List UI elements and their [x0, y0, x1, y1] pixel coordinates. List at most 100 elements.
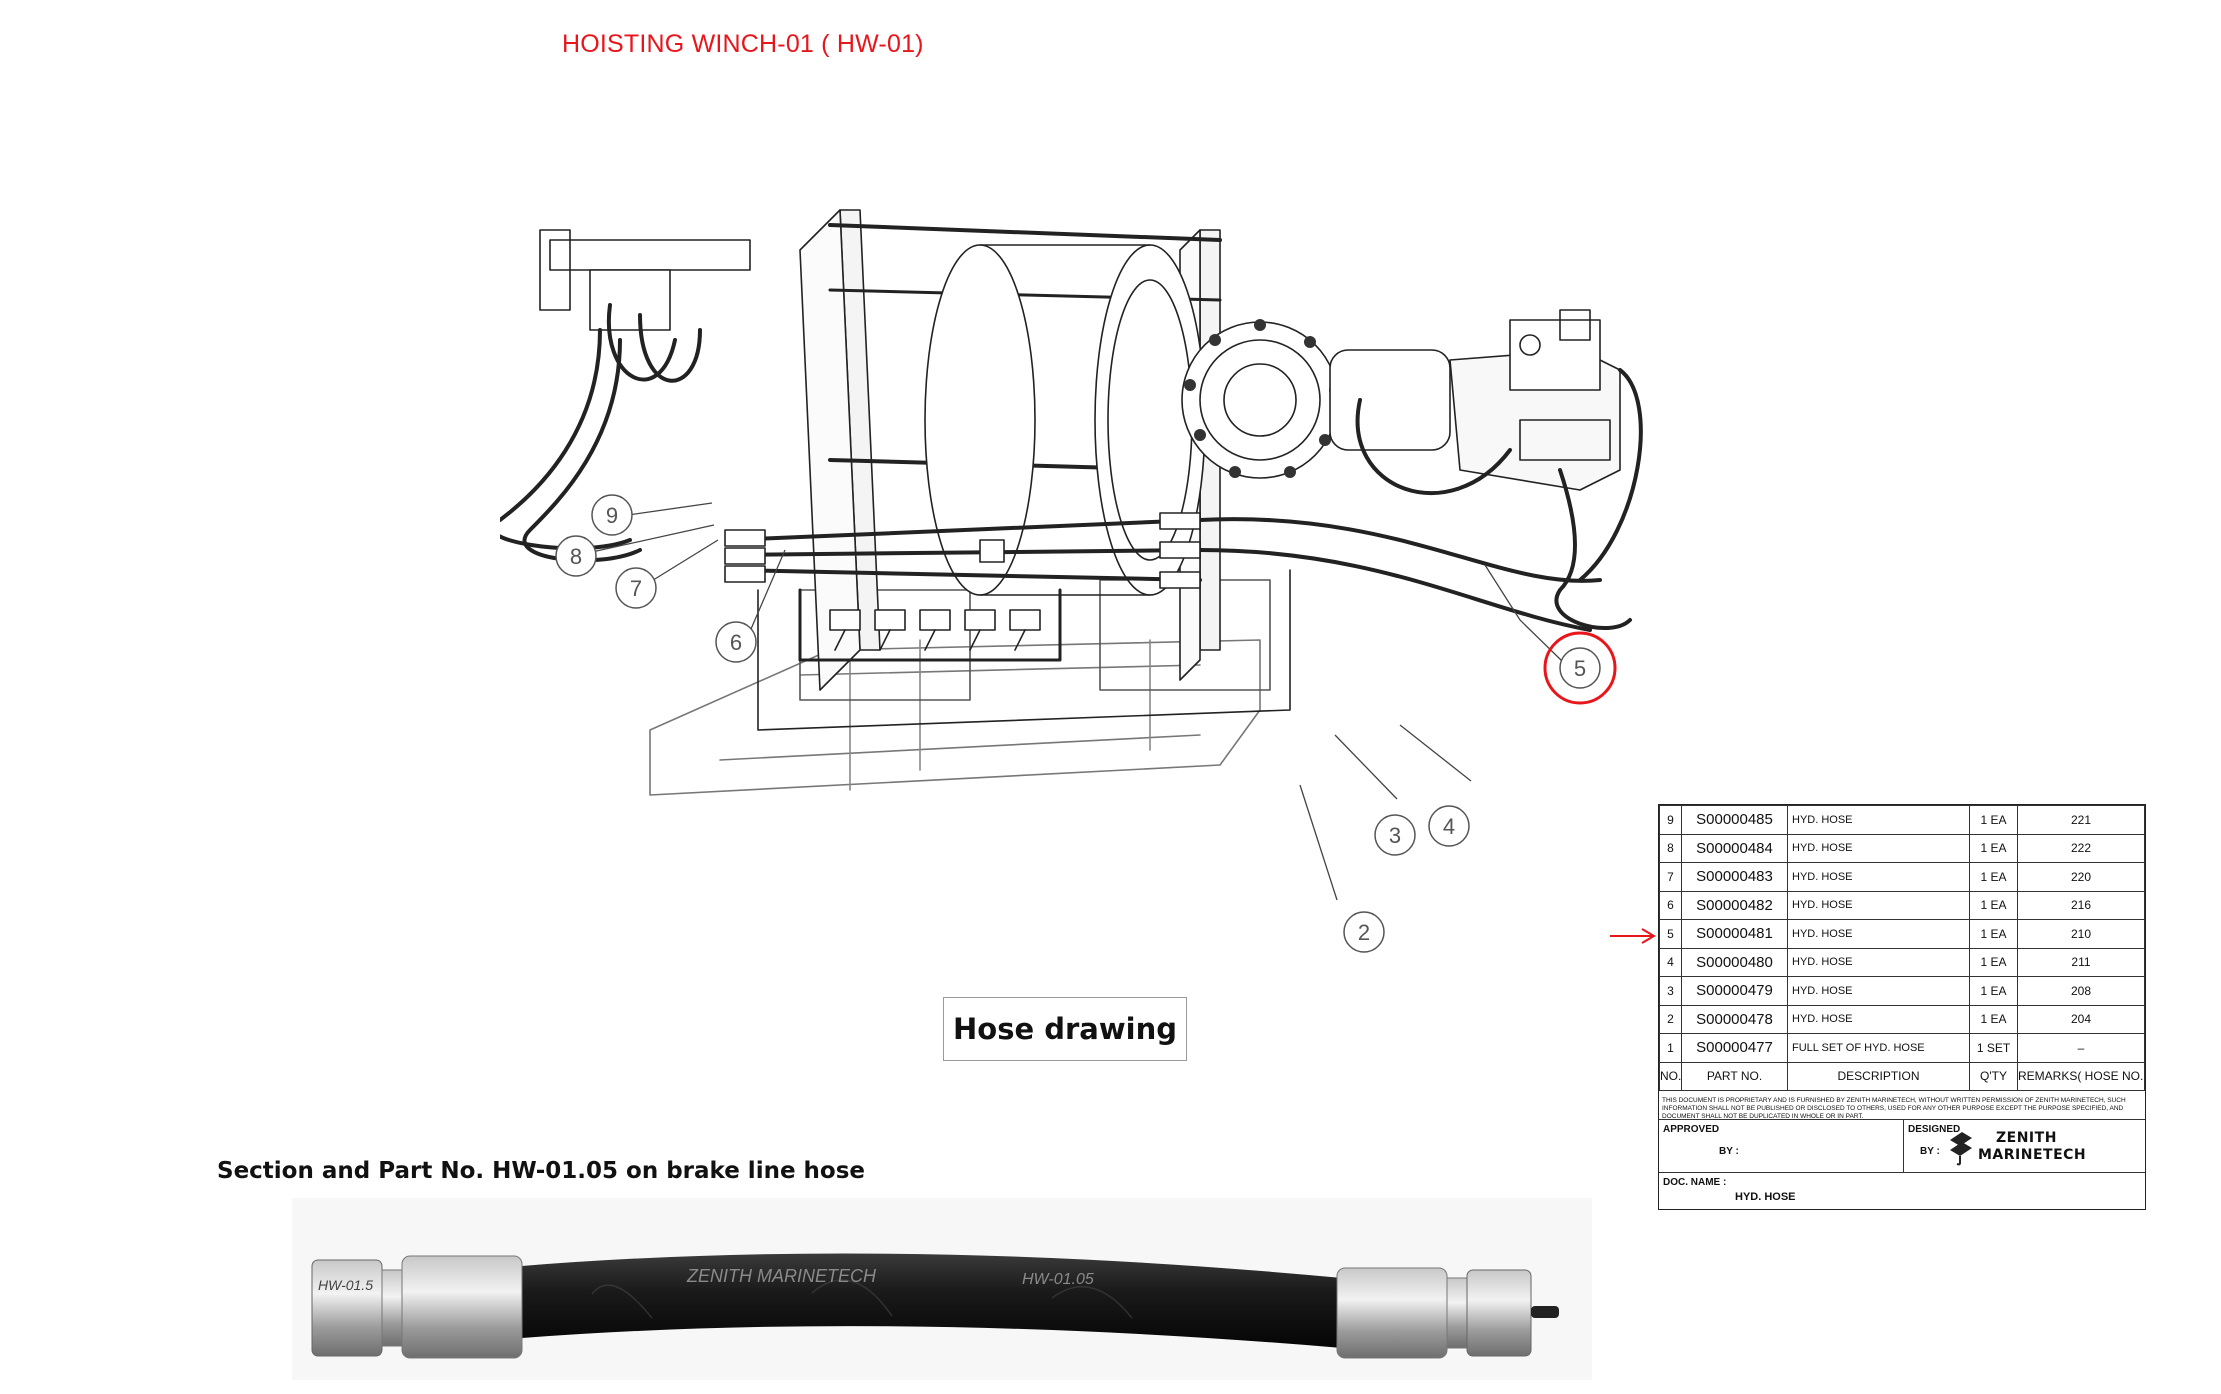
company-name-line2: MARINETECH: [1978, 1147, 2087, 1163]
bom-no-cell: 4: [1659, 947, 1682, 977]
callout-5: 5: [1559, 647, 1601, 689]
bom-desc-cell: HYD. HOSE: [1787, 805, 1970, 835]
svg-text:8: 8: [570, 544, 582, 569]
bom-desc-cell: FULL SET OF HYD. HOSE: [1787, 1033, 1970, 1063]
bom-part-cell: S00000480: [1681, 947, 1788, 977]
bom-no-cell: 6: [1659, 890, 1682, 920]
bom-remark-cell: 210: [2017, 919, 2145, 949]
bom-qty-cell: 1 EA: [1969, 833, 2018, 863]
bom-part-cell: S00000478: [1681, 1004, 1788, 1034]
bom-desc-cell: HYD. HOSE: [1787, 976, 1970, 1006]
bom-desc-cell: HYD. HOSE: [1787, 890, 1970, 920]
section-label: Section and Part No. HW-01.05 on brake l…: [217, 1158, 866, 1184]
bom-qty-cell: 1 EA: [1969, 919, 2018, 949]
bom-desc-cell: HYD. HOSE: [1787, 833, 1970, 863]
doc-name-value: HYD. HOSE: [1735, 1191, 1796, 1203]
company-name-line1: ZENITH: [1996, 1130, 2057, 1146]
callout-4: 4: [1428, 805, 1470, 847]
bom-qty-cell: 1 EA: [1969, 805, 2018, 835]
bom-remark-cell: 220: [2017, 862, 2145, 892]
bom-header-qty: Q'TY: [1969, 1061, 2018, 1091]
bom-part-cell: S00000483: [1681, 862, 1788, 892]
designed-cell: DESIGNED BY : ZENITH MARINETECH: [1904, 1120, 2145, 1172]
bom-header-part: PART NO.: [1681, 1061, 1788, 1091]
bom-header-no: NO.: [1659, 1061, 1682, 1091]
bom-desc-cell: HYD. HOSE: [1787, 947, 1970, 977]
bom-part-cell: S00000484: [1681, 833, 1788, 863]
bom-remark-cell: 204: [2017, 1004, 2145, 1034]
bom-remark-cell: 221: [2017, 805, 2145, 835]
callout-6: 6: [715, 621, 757, 663]
doc-name-label: DOC. NAME :: [1663, 1177, 1727, 1188]
callout-7: 7: [615, 567, 657, 609]
bom-remark-cell: 211: [2017, 947, 2145, 977]
svg-text:3: 3: [1389, 823, 1401, 848]
bom-no-cell: 2: [1659, 1004, 1682, 1034]
svg-text:2: 2: [1358, 920, 1370, 945]
row-5-arrow-icon: [1610, 928, 1656, 944]
svg-text:9: 9: [606, 503, 618, 528]
bom-no-cell: 3: [1659, 976, 1682, 1006]
company-name: ZENITH MARINETECH: [1978, 1130, 2086, 1164]
bom-no-cell: 5: [1659, 919, 1682, 949]
bom-no-cell: 7: [1659, 862, 1682, 892]
callout-2: 2: [1343, 911, 1385, 953]
designed-by-label: BY :: [1920, 1146, 1940, 1157]
approved-by-label: BY :: [1719, 1146, 1739, 1157]
callout-3: 3: [1374, 814, 1416, 856]
bom-remark-cell: 208: [2017, 976, 2145, 1006]
approval-row: APPROVED BY : DESIGNED BY : ZENITH MARIN…: [1659, 1120, 2145, 1173]
designed-label: DESIGNED: [1908, 1124, 1961, 1135]
approved-cell: APPROVED BY :: [1659, 1120, 1904, 1172]
svg-text:4: 4: [1443, 814, 1455, 839]
bom-qty-cell: 1 EA: [1969, 947, 2018, 977]
hose-drawing-label: Hose drawing: [943, 997, 1187, 1061]
bom-qty-cell: 1 EA: [1969, 976, 2018, 1006]
approved-label: APPROVED: [1663, 1124, 1720, 1135]
bom-remark-cell: 216: [2017, 890, 2145, 920]
bom-part-cell: S00000481: [1681, 919, 1788, 949]
bom-part-cell: S00000477: [1681, 1033, 1788, 1063]
svg-text:6: 6: [730, 630, 742, 655]
bom-no-cell: 1: [1659, 1033, 1682, 1063]
fitting-tag: HW-01.5: [318, 1277, 373, 1293]
hose-print-brand: ZENITH MARINETECH: [686, 1266, 877, 1286]
hose-drawing-text: Hose drawing: [953, 1012, 1177, 1046]
bom-desc-cell: HYD. HOSE: [1787, 919, 1970, 949]
bom-header-desc: DESCRIPTION: [1787, 1061, 1970, 1091]
bom-desc-cell: HYD. HOSE: [1787, 862, 1970, 892]
bom-qty-cell: 1 EA: [1969, 862, 2018, 892]
doc-name-row: DOC. NAME : HYD. HOSE: [1659, 1173, 2145, 1211]
bom-qty-cell: 1 EA: [1969, 890, 2018, 920]
bom-no-cell: 8: [1659, 833, 1682, 863]
bom-qty-cell: 1 EA: [1969, 1004, 2018, 1034]
svg-text:7: 7: [630, 576, 642, 601]
hose-print-part: HW-01.05: [1022, 1271, 1094, 1288]
svg-text:5: 5: [1574, 656, 1586, 681]
bom-part-cell: S00000482: [1681, 890, 1788, 920]
bom-header-remark: REMARKS( HOSE NO. ): [2017, 1061, 2145, 1091]
bom-no-cell: 9: [1659, 805, 1682, 835]
bom-remark-cell: 222: [2017, 833, 2145, 863]
callout-9: 9: [591, 494, 633, 536]
bom-qty-cell: 1 SET: [1969, 1033, 2018, 1063]
proprietary-note: THIS DOCUMENT IS PROPRIETARY AND IS FURN…: [1659, 1091, 2145, 1120]
callout-8: 8: [555, 535, 597, 577]
bom-part-cell: S00000485: [1681, 805, 1788, 835]
bom-part-cell: S00000479: [1681, 976, 1788, 1006]
bom-remark-cell: –: [2017, 1033, 2145, 1063]
page-title: HOISTING WINCH-01 ( HW-01): [562, 30, 924, 58]
brake-hose-photo: HW-01.5 ZENITH MARINETECH HW-01.05: [292, 1198, 1592, 1380]
